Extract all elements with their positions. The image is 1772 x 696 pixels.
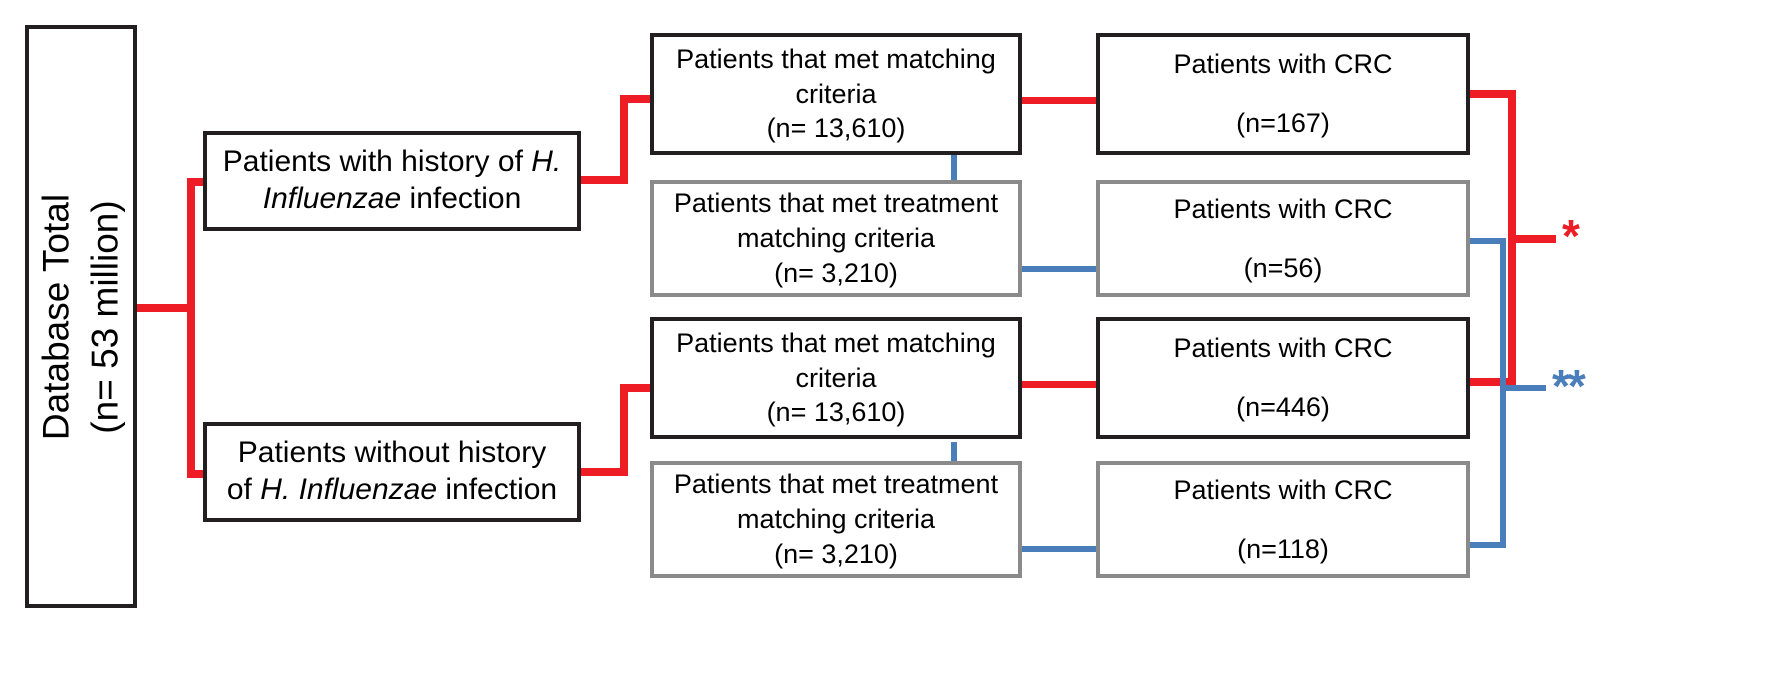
cohort-exposed-species: Influenzae [262,182,402,215]
exposed-match-n: (n= 13,610) [766,113,906,144]
unexposed-match-line1: Patients that met matching [676,327,996,358]
exposed-match-crc-box: Patients with CRC (n=167) [1096,33,1470,155]
exposed-treatment-crc-n: (n=56) [1243,252,1323,283]
connector-db-stem [135,304,195,312]
connector-unexposed-to-match [620,384,660,392]
connector-exposed-to-match [620,95,660,103]
connector-treatment-to-crc-top [1018,266,1100,272]
exposed-treatment-box: Patients that met treatment matching cri… [650,180,1022,297]
connector-db-to-exposed [187,178,217,186]
exposed-match-box: Patients that met matching criteria (n= … [650,33,1022,155]
exposed-match-crc-n: (n=167) [1236,108,1330,138]
cohort-unexposed-line2: of H. Influenzae infection [207,472,577,509]
unexposed-match-n: (n= 13,610) [766,397,906,428]
database-total-text: Database Total (n= 53 million) [33,193,128,439]
bracket-red-bottom-arm [1468,378,1516,386]
cohort-unexposed-line1: Patients without history [237,436,547,470]
exposed-treatment-n: (n= 3,210) [774,257,898,288]
connector-match-to-treatment-bottom [951,442,957,474]
exposed-treatment-line2: matching criteria [736,223,936,254]
unexposed-treatment-crc-box: Patients with CRC (n=118) [1096,461,1470,578]
exposed-treatment-crc-box: Patients with CRC (n=56) [1096,180,1470,297]
cohort-unexposed-of: of [226,473,261,506]
unexposed-treatment-n: (n= 3,210) [774,538,898,569]
connector-match-to-crc-top [1018,97,1100,104]
exposed-treatment-crc-label: Patients with CRC [1173,193,1393,224]
cohort-exposed-text: Patients with history of H. Influenzae i… [207,144,577,217]
cohort-unexposed-suffix: infection [437,473,558,506]
bracket-blue-to-star [1500,385,1546,391]
database-total-line2: (n= 53 million) [84,199,125,434]
unexposed-treatment-line2: matching criteria [736,504,936,535]
connector-db-spine [187,178,195,478]
connector-match-to-crc-bottom [1018,381,1100,388]
unexposed-match-crc-label: Patients with CRC [1173,333,1393,364]
cohort-unexposed-species: Influenzae [298,473,438,506]
connector-db-to-unexposed [187,470,217,478]
connector-exposed-spine [620,95,628,184]
bracket-blue-top-arm [1466,238,1506,244]
unexposed-treatment-crc-n: (n=118) [1237,533,1329,564]
unexposed-treatment-box: Patients that met treatment matching cri… [650,461,1022,578]
connector-unexposed-spine [620,384,628,476]
unexposed-match-crc-n: (n=446) [1236,392,1330,422]
cohort-exposed-genus: H. [531,145,562,179]
exposed-match-line2: criteria [795,78,877,109]
database-total-line1: Database Total [35,193,77,440]
connector-match-to-treatment-top [951,153,957,185]
unexposed-match-line2: criteria [795,362,877,393]
cohort-unexposed-box: Patients without history of H. Influenza… [203,422,581,522]
cohort-exposed-suffix: infection [401,182,522,215]
annotation-primary-asterisk: * [1562,210,1580,262]
database-total-box: Database Total (n= 53 million) [25,25,137,608]
cohort-exposed-box: Patients with history of H. Influenzae i… [203,131,581,231]
unexposed-match-box: Patients that met matching criteria (n= … [650,317,1022,439]
bracket-red-top-arm [1468,90,1516,98]
connector-exposed-stem [578,176,628,184]
connector-treatment-to-crc-bottom [1018,546,1100,552]
cohort-exposed-prefix: Patients with history of [222,145,532,179]
unexposed-treatment-crc-label: Patients with CRC [1173,474,1393,505]
cohort-unexposed-genus: H. [260,473,291,506]
annotation-secondary-asterisk: ** [1552,360,1586,412]
exposed-match-line1: Patients that met matching [676,43,996,74]
connector-unexposed-stem [578,468,628,476]
exposed-treatment-line1: Patients that met treatment [673,188,999,219]
unexposed-treatment-line1: Patients that met treatment [673,469,999,500]
exposed-match-crc-label: Patients with CRC [1173,49,1393,80]
bracket-blue-spine [1500,238,1506,548]
unexposed-match-crc-box: Patients with CRC (n=446) [1096,317,1470,439]
bracket-blue-bottom-arm [1466,542,1506,548]
bracket-red-to-star [1508,235,1556,243]
